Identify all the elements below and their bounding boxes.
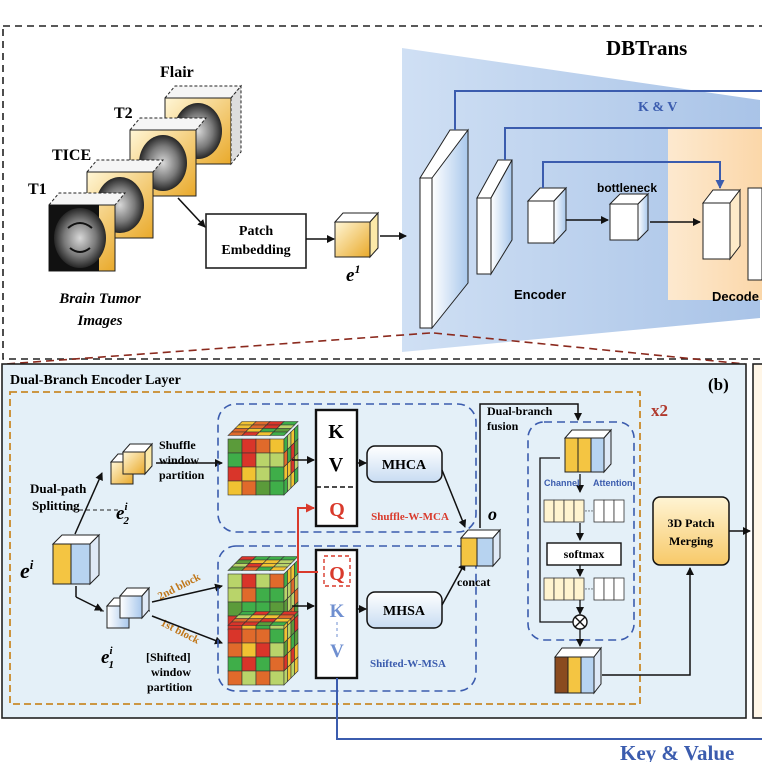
shuffle-branch-frame [217,403,477,533]
ei-label: ei [20,557,34,583]
shifted-line2: window [151,665,191,679]
merge-line2: Merging [669,534,713,548]
label-t2: T2 [114,105,133,122]
encoder-slabs [419,128,650,330]
concat-label: concat [457,575,490,589]
patch-merging-box [652,496,730,566]
attention-label: Attention [593,478,633,488]
bottleneck-label: bottleneck [597,181,657,195]
shuffle-line3: partition [159,468,205,482]
shifted-branch-frame [217,545,477,692]
q-share-arrow [297,503,318,573]
softmax-box [546,542,622,566]
label-tice: TICE [52,147,91,164]
zoom-line-left [5,332,431,365]
label-t1: T1 [28,181,47,198]
mhsa-label: MHSA [383,604,426,619]
repeat-label: x2 [651,401,668,420]
patch-embedding-line1: Patch [239,224,273,239]
label-flair: Flair [160,64,194,81]
softmax-label: softmax [564,547,605,561]
shifted-line1: [Shifted] [146,650,191,664]
decoder-slabs [701,187,762,281]
e1-label: e1 [346,262,360,286]
fusion-frame [527,421,635,641]
e1-cube [333,211,380,259]
skip-connections [454,90,762,189]
svg-text:···: ··· [585,584,594,594]
diagram-title: DBTrans [606,36,687,60]
ei-cube [51,533,101,586]
patch-embedding-box [205,213,307,269]
q-top: Q [329,499,345,521]
shifted-wmsa-label: Shifted-W-MSA [370,658,446,670]
mhsa-box [366,591,443,629]
window-grid-first-block [227,611,299,686]
channel-strip-bottom: ··· [543,577,625,601]
zoom-line-right [433,332,746,365]
channel-label: Channel [544,478,580,488]
panel-tag: (b) [708,375,729,394]
fusion-line1: Dual-branch [487,404,553,418]
k-bottom: K [330,601,345,622]
next-panel-edge [752,363,762,719]
merge-line1: 3D Patch [668,516,715,530]
kv-label: K & V [638,100,677,115]
fusion-line2: fusion [487,419,519,433]
shuffle-line1: Shuffle [159,438,196,452]
shuffle-wmca-label: Shuffle-W-MCA [371,511,449,523]
flair-slice [163,84,243,166]
concat-cube [459,528,502,568]
encoder-label: Encoder [514,287,566,302]
shifted-line3: partition [147,680,193,694]
dual-path-line1: Dual-path [30,481,87,496]
kv-q-column-top [314,408,359,528]
layer-title: Dual-Branch Encoder Layer [10,373,181,388]
images-caption-line2: Images [77,313,123,329]
v-bottom: V [330,641,344,662]
mhca-box [366,445,443,483]
images-caption-line1: Brain Tumor [58,291,141,307]
mhca-label: MHCA [382,458,427,473]
v-top: V [329,454,344,476]
shuffle-line2: window [159,453,199,467]
window-grid-shuffle [227,421,299,496]
q-bottom: Q [329,563,345,585]
dual-path-line2: Splitting [32,498,80,513]
channel-strip-top: ··· [543,499,625,523]
top-panel-frame [2,25,762,360]
svg-text:···: ··· [585,506,594,516]
o-label: o [488,504,497,524]
kv-q-column-bottom [314,548,359,680]
key-value-output-line [336,678,762,740]
e2-cube [109,442,154,485]
modality-stack [47,84,243,272]
t1-slice [47,192,127,272]
patch-embedding-line2: Embedding [221,243,290,258]
fusion-output-cube [553,646,603,695]
decoder-label: Decode [712,289,759,304]
bottom-kv-label: Key & Value [620,741,734,762]
fusion-input-cube [563,428,613,474]
repeat-frame [9,391,641,705]
e1-branch-cube [105,586,151,629]
k-top: K [328,421,344,443]
